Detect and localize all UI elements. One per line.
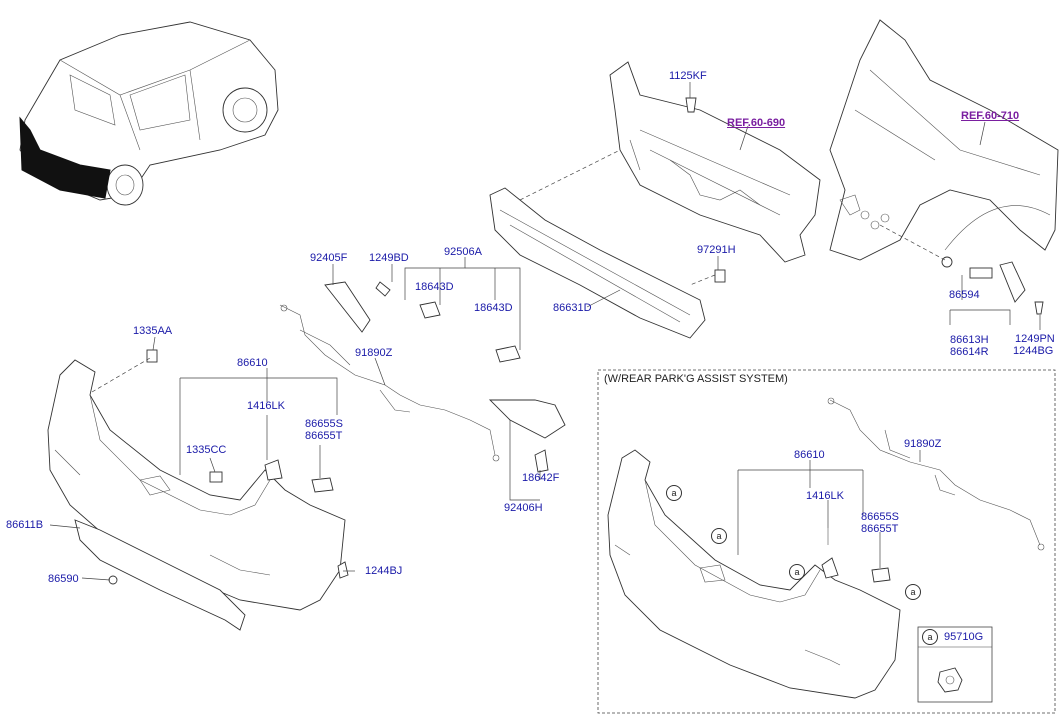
callout-a-4: a xyxy=(905,584,921,600)
bumper-cover xyxy=(47,359,346,631)
part-label-1244BG[interactable]: 1244BG xyxy=(1013,345,1054,357)
reference-lines xyxy=(91,149,946,393)
part-label-1244BJ[interactable]: 1244BJ xyxy=(365,565,403,577)
bumper-beam xyxy=(489,187,706,339)
inset-part-label-86655T[interactable]: 86655T xyxy=(861,523,899,535)
part-label-86611B[interactable]: 86611B xyxy=(6,519,44,531)
part-label-1125KF[interactable]: 1125KF xyxy=(669,70,707,82)
wiring-harness xyxy=(279,304,500,462)
inset-part-label-1416LK[interactable]: 1416LK xyxy=(806,490,844,502)
part-label-1249BD[interactable]: 1249BD xyxy=(369,252,409,264)
inset-part-label-86610[interactable]: 86610 xyxy=(794,449,825,461)
part-label-86613H[interactable]: 86613H xyxy=(950,334,989,346)
inset-bumper xyxy=(607,449,901,699)
part-label-91890Z[interactable]: 91890Z xyxy=(355,347,393,359)
callout-a-3: a xyxy=(789,564,805,580)
part-label-92506A[interactable]: 92506A xyxy=(444,246,482,258)
part-label-86610[interactable]: 86610 xyxy=(237,357,268,369)
part-label-1335AA[interactable]: 1335AA xyxy=(133,325,173,337)
ref-60-710-link[interactable]: REF.60-710 xyxy=(961,110,1020,122)
callout-a-legend: a xyxy=(922,629,938,645)
rear-panel xyxy=(609,61,821,263)
small-parts xyxy=(108,97,1044,585)
part-label-86631D[interactable]: 86631D xyxy=(553,302,592,314)
part-label-1335CC[interactable]: 1335CC xyxy=(186,444,227,456)
part-label-18643D-a[interactable]: 18643D xyxy=(415,281,454,293)
part-label-97291H[interactable]: 97291H xyxy=(697,244,736,256)
sensor-legend-box xyxy=(917,626,993,703)
part-label-1249PN[interactable]: 1249PN xyxy=(1015,333,1055,345)
part-label-86614R[interactable]: 86614R xyxy=(950,346,989,358)
part-label-92406H[interactable]: 92406H xyxy=(504,502,543,514)
part-label-18642F[interactable]: 18642F xyxy=(522,472,560,484)
callout-a-2: a xyxy=(711,528,727,544)
part-label-86590[interactable]: 86590 xyxy=(48,573,79,585)
inset-title: (W/REAR PARK'G ASSIST SYSTEM) xyxy=(604,373,788,385)
part-label-86655S[interactable]: 86655S xyxy=(305,418,343,430)
ref-60-690-link[interactable]: REF.60-690 xyxy=(727,117,786,129)
part-label-18643D-b[interactable]: 18643D xyxy=(474,302,513,314)
part-label-86594[interactable]: 86594 xyxy=(949,289,980,301)
sensor-part-label-95710G[interactable]: 95710G xyxy=(944,631,984,643)
callout-a-1: a xyxy=(666,485,682,501)
quarter-panel xyxy=(829,19,1059,261)
part-label-1416LK[interactable]: 1416LK xyxy=(247,400,285,412)
inset-part-label-91890Z[interactable]: 91890Z xyxy=(904,438,942,450)
part-label-92405F[interactable]: 92405F xyxy=(310,252,348,264)
inset-leaders xyxy=(737,450,921,568)
inset-harness xyxy=(827,397,1045,551)
part-label-86655T[interactable]: 86655T xyxy=(305,430,343,442)
leader-lines xyxy=(49,82,1041,581)
inset-part-label-86655S[interactable]: 86655S xyxy=(861,511,899,523)
car-illustration xyxy=(19,21,279,206)
